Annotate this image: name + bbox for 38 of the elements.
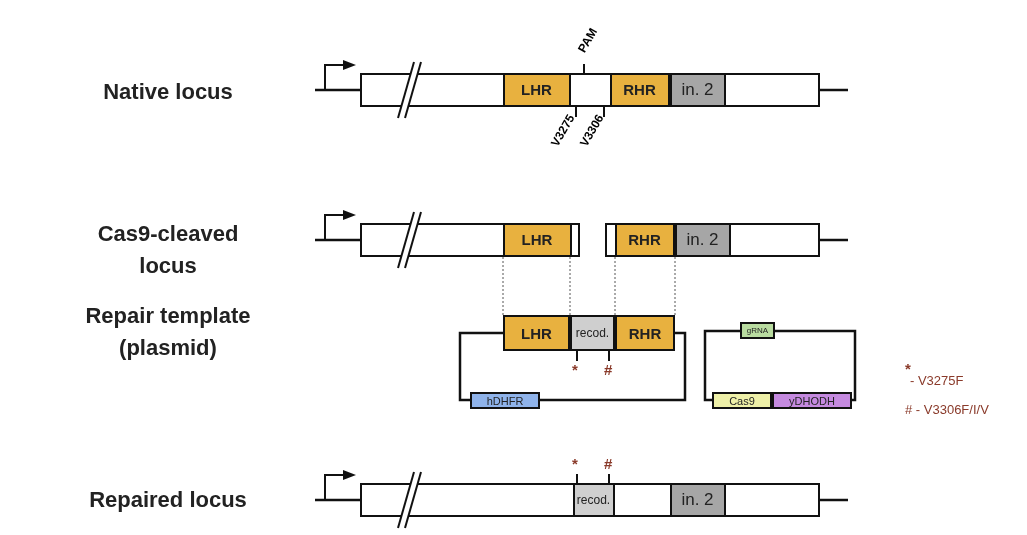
homology-region-box: LHR <box>503 315 570 351</box>
row-label: Repaired locus <box>88 486 248 514</box>
homology-region-box: RHR <box>609 72 670 107</box>
dotted-guide-line <box>569 256 571 316</box>
legend-text: - V3275F <box>910 373 964 388</box>
row-label: Native locus <box>102 78 234 106</box>
marker-gene-box: hDHFR <box>470 392 540 409</box>
mutation-mark: * <box>905 360 911 377</box>
legend-text: # - V3306F/I/V <box>905 402 989 417</box>
guide-rna-box: gRNA <box>740 322 775 339</box>
intron-box: in. 2 <box>674 222 731 257</box>
leader-line <box>576 350 578 362</box>
intron-box: in. 2 <box>669 72 726 107</box>
gene-body-box <box>605 223 820 257</box>
homology-region-box: RHR <box>614 222 675 257</box>
intron-box: in. 2 <box>669 482 726 517</box>
gene-box: Cas9 <box>712 392 772 409</box>
mutation-mark: * <box>572 361 578 378</box>
leader-line <box>583 63 585 74</box>
dotted-guide-line <box>674 256 676 316</box>
recodonized-region-box: recod. <box>570 315 615 351</box>
leader-line <box>603 106 605 118</box>
recodonized-region-box: recod. <box>572 482 615 517</box>
homology-region-box: LHR <box>502 222 572 257</box>
row-label: Cas9-cleaved locus <box>96 220 240 280</box>
marker-gene-box: yDHODH <box>772 392 852 409</box>
dotted-guide-line <box>502 256 504 316</box>
leader-line <box>608 473 610 484</box>
homology-region-box: RHR <box>615 315 675 351</box>
homology-region-box: LHR <box>502 72 571 107</box>
mutation-mark: # <box>604 361 613 378</box>
mutation-mark: * <box>572 455 578 472</box>
leader-line <box>608 350 610 362</box>
leader-line <box>576 473 578 484</box>
leader-line <box>575 106 577 118</box>
dotted-guide-line <box>614 256 616 316</box>
mutation-mark: # <box>604 455 613 472</box>
row-label: Repair template (plasmid) <box>84 302 252 362</box>
